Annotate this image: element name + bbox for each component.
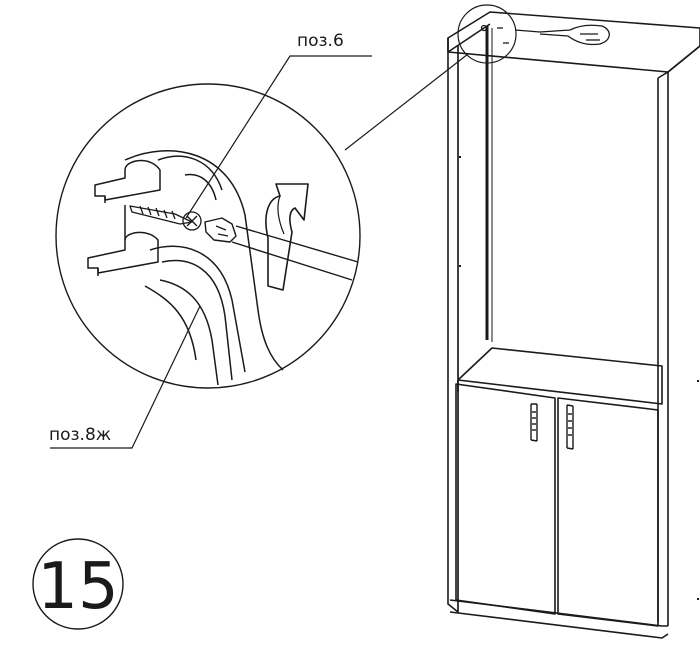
shelf-pin-holes <box>459 130 699 600</box>
cabinet <box>447 11 700 639</box>
small-screwdriver <box>514 24 610 46</box>
step-number-text: 15 <box>37 550 118 624</box>
middle-shelf <box>457 347 663 405</box>
rotation-arrow-icon <box>265 183 309 291</box>
cabinet-right-side <box>657 45 700 626</box>
leader-rail <box>50 305 201 449</box>
top-back-edge <box>447 23 491 53</box>
screwdriver <box>204 217 359 281</box>
left-door-handle <box>530 403 538 442</box>
rail-profile <box>124 150 284 371</box>
step-number-circle <box>32 538 124 630</box>
right-side-top-edge <box>657 71 669 79</box>
callout-label-screw: поз.6 <box>297 31 344 51</box>
bracket-lower <box>87 231 159 274</box>
screw <box>129 205 202 231</box>
zoom-connector-line <box>344 53 469 151</box>
cabinet-plinth <box>449 599 669 639</box>
callout-leaders <box>50 55 372 449</box>
right-door-handle <box>566 404 574 450</box>
callout-label-rail: поз.8ж <box>49 425 111 445</box>
screwdriver-tip-icon <box>204 217 237 243</box>
detail-zoom-circle <box>55 83 361 389</box>
step-number-badge: 15 <box>32 538 124 630</box>
left-door <box>455 383 556 615</box>
screwdriver-shaft <box>231 225 359 281</box>
zoom-source-circle <box>457 4 517 64</box>
bracket-upper <box>94 159 161 201</box>
detail-view <box>87 150 359 386</box>
top-corner-fasteners <box>480 24 610 46</box>
leader-screw <box>185 55 372 219</box>
